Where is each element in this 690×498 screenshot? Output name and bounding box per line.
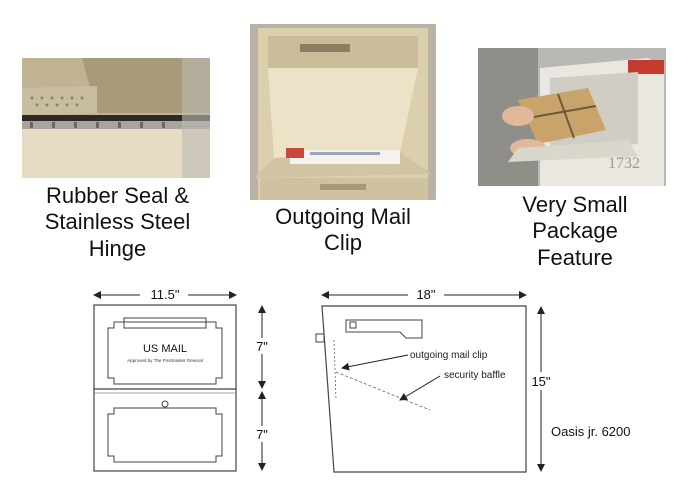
callout-outgoing-mail-clip: outgoing mail clip [410,350,488,361]
security-baffle-line [335,371,431,411]
upper-height-label: 7" [256,339,268,354]
upper-door-panel [107,321,223,385]
lower-door-panel [107,407,223,463]
side-view-drawing: 18" outgoing mail clip security baffle 1… [315,286,631,473]
package-photo-graphic: 1732 [478,48,666,186]
photo-outgoing-mail-clip [250,24,436,200]
side-width-label: 18" [416,287,435,302]
front-view-drawing: 11.5" US MAIL Approved by The Postmaster… [93,286,278,472]
plate-title: US MAIL [143,343,187,355]
hinge-photo-graphic [22,58,210,178]
outgoing-mail-clip-shape [345,319,423,339]
callout-security-baffle: security baffle [444,370,506,381]
mail-clip-photo-graphic [250,24,436,200]
side-handle [315,333,325,343]
plate-subtitle: Approved by The Postmaster General [127,358,202,363]
model-label: Oasis jr. 6200 [551,424,631,439]
lock-icon [161,400,169,408]
side-body-outline [321,305,527,473]
photo-small-package: 1732 [478,48,666,186]
lower-height-label: 7" [256,427,268,442]
front-width-label: 11.5" [151,287,180,302]
svg-text:1732: 1732 [608,155,640,172]
caption-small-package: Very Small Package Feature [522,192,628,270]
caption-outgoing-mail-clip: Outgoing Mail Clip [275,204,411,256]
side-height-label: 15" [531,374,550,389]
photo-rubber-seal-hinge [22,58,210,178]
front-body-outline [93,304,237,472]
mail-slot [123,317,207,329]
caption-rubber-seal-hinge: Rubber Seal & Stainless Steel Hinge [44,183,191,261]
